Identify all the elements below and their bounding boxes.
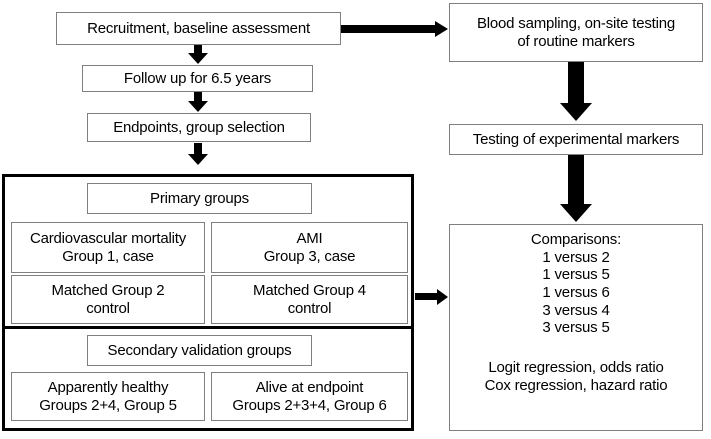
endpoints-text: Endpoints, group selection: [113, 118, 285, 136]
comparison-item-5: 3 versus 5: [542, 319, 610, 337]
secondary-group-6-line2: Groups 2+3+4, Group 6: [232, 396, 387, 414]
arrow-blood-to-experimental: [560, 62, 592, 122]
experimental-markers-box: Testing of experimental markers: [449, 124, 703, 155]
comparison-item-2: 1 versus 5: [542, 266, 610, 284]
followup-text: Follow up for 6.5 years: [123, 69, 272, 87]
recruitment-box: Recruitment, baseline assessment: [56, 12, 341, 45]
blood-sampling-box: Blood sampling, on-site testing of routi…: [449, 3, 703, 62]
arrow-experimental-to-comparisons: [560, 155, 592, 223]
secondary-group-5-box: Apparently healthy Groups 2+4, Group 5: [11, 372, 205, 421]
comparisons-box: Comparisons: 1 versus 2 1 versus 5 1 ver…: [449, 224, 703, 431]
comparisons-spacer: [574, 337, 578, 359]
primary-group-1-box: Cardiovascular mortality Group 1, case: [11, 222, 205, 273]
recruitment-text: Recruitment, baseline assessment: [87, 19, 310, 37]
primary-group-3-line1: AMI: [296, 229, 323, 247]
comparison-item-4: 3 versus 4: [542, 301, 610, 319]
secondary-group-6-line1: Alive at endpoint: [255, 378, 364, 396]
groups-section-divider: [2, 326, 414, 329]
secondary-group-5-line1: Apparently healthy: [47, 378, 169, 396]
comparison-item-1: 1 versus 2: [542, 248, 610, 266]
primary-group-3-box: AMI Group 3, case: [211, 222, 408, 273]
blood-sampling-line1: Blood sampling, on-site testing: [476, 14, 676, 32]
primary-groups-header-text: Primary groups: [150, 189, 249, 207]
secondary-group-6-box: Alive at endpoint Groups 2+3+4, Group 6: [211, 372, 408, 421]
primary-group-4-line1: Matched Group 4: [253, 281, 366, 299]
endpoints-box: Endpoints, group selection: [87, 113, 311, 142]
comparisons-method-1: Logit regression, odds ratio: [488, 359, 664, 377]
comparison-item-3: 1 versus 6: [542, 284, 610, 302]
primary-groups-header: Primary groups: [87, 183, 312, 214]
secondary-groups-header: Secondary validation groups: [87, 335, 312, 366]
comparisons-method-2: Cox regression, hazard ratio: [484, 376, 668, 394]
primary-group-1-line2: Group 1, case: [62, 247, 154, 265]
primary-group-3-line2: Group 3, case: [263, 247, 356, 265]
primary-group-2-line1: Matched Group 2: [51, 281, 165, 299]
followup-box: Follow up for 6.5 years: [82, 65, 313, 92]
secondary-groups-header-text: Secondary validation groups: [107, 341, 292, 359]
arrow-groups-to-comparisons: [415, 289, 451, 305]
comparisons-title: Comparisons:: [530, 231, 622, 248]
primary-group-2-line2: control: [86, 299, 130, 317]
primary-group-1-line1: Cardiovascular mortality: [29, 229, 187, 247]
arrow-followup-to-endpoints: [188, 92, 208, 113]
arrow-recruitment-to-followup: [188, 45, 208, 65]
primary-group-2-box: Matched Group 2 control: [11, 275, 205, 324]
primary-group-4-box: Matched Group 4 control: [211, 275, 408, 324]
arrow-recruitment-to-blood: [341, 21, 449, 37]
primary-group-4-line2: control: [287, 299, 332, 317]
arrow-endpoints-to-groups: [188, 143, 208, 167]
blood-sampling-line2: of routine markers: [517, 32, 635, 50]
secondary-group-5-line2: Groups 2+4, Group 5: [39, 396, 177, 414]
experimental-markers-text: Testing of experimental markers: [472, 130, 680, 148]
